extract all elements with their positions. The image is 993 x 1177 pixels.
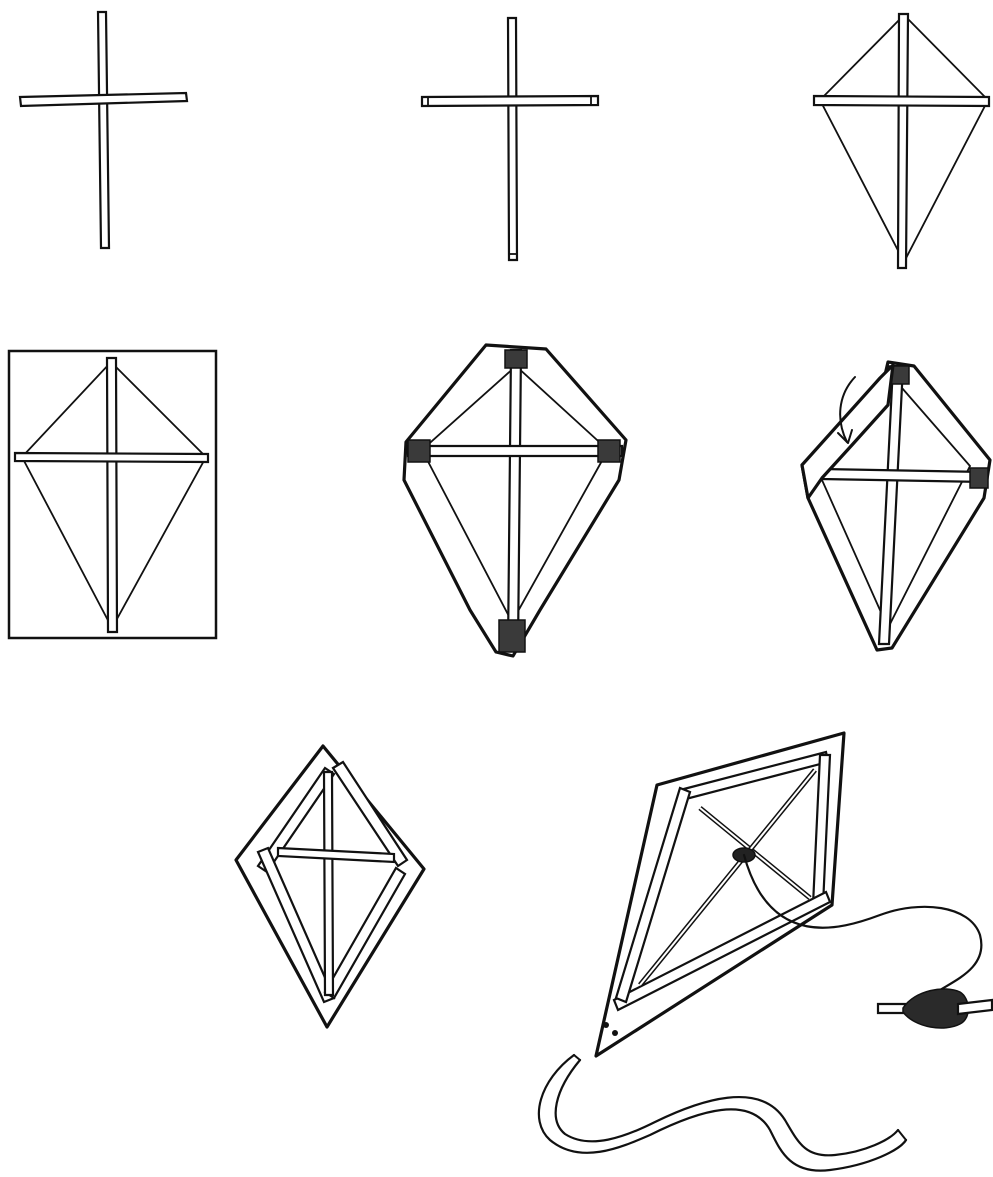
corner-reinforcement (598, 440, 620, 462)
tail-hole (612, 1030, 618, 1036)
spine-stick (324, 772, 333, 995)
spine-stick (107, 358, 117, 632)
tail-hole (603, 1022, 609, 1028)
spine-stick (98, 12, 109, 248)
cross-stick (822, 469, 985, 482)
corner-reinforcement (505, 350, 527, 368)
corner-reinforcement (408, 440, 430, 462)
kite-tail (539, 1055, 906, 1171)
cross-stick (422, 96, 598, 106)
spine-stick (508, 350, 521, 648)
cross-stick (15, 453, 208, 462)
line-spool-icon (878, 989, 992, 1028)
spine-stick (508, 18, 517, 260)
cross-stick (814, 96, 989, 106)
cross-stick (20, 93, 187, 106)
step-1-crossed-sticks (20, 12, 187, 248)
step-4-frame-on-paper (9, 351, 216, 638)
step-7-finished-frame-back (236, 746, 424, 1027)
spine-stick (898, 14, 908, 268)
step-8-completed-kite (539, 733, 992, 1171)
cross-stick (408, 446, 622, 456)
corner-reinforcement (970, 468, 988, 488)
step-6-fold-edges (802, 362, 990, 650)
step-3-string-frame (814, 14, 989, 268)
step-5-cut-paper (404, 345, 626, 656)
corner-reinforcement (499, 620, 525, 652)
step-2-notched-sticks (422, 18, 598, 260)
